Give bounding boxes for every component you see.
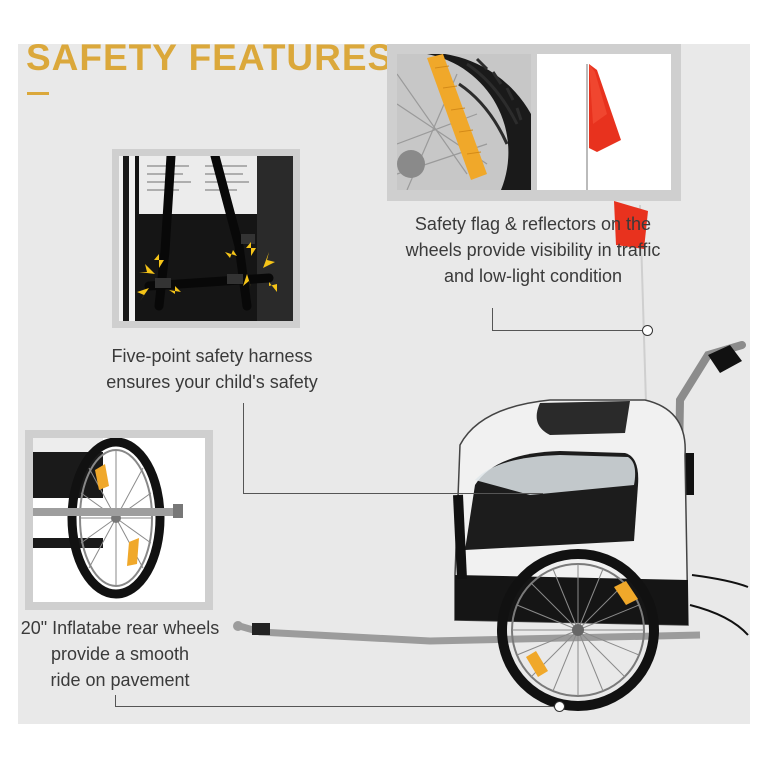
bike-trailer-image: [230, 195, 750, 725]
flag-text-line-2: wheels provide visibility in traffic: [405, 240, 661, 260]
flag-text-line-3: and low-light condition: [443, 266, 623, 286]
harness-text-line-2: ensures your child's safety: [106, 372, 318, 392]
wheels-text-line-1: 20" Inflatabe rear wheels: [20, 618, 220, 638]
harness-leader-line-vertical: [243, 403, 244, 493]
wheels-description: 20" Inflatabe rear wheels provide a smoo…: [10, 615, 230, 693]
harness-photo: [119, 156, 293, 321]
flag-leader-line-vertical: [492, 308, 493, 330]
wheel-reflector-photo: [397, 54, 531, 190]
wheel-leader-line-horizontal: [115, 706, 555, 707]
wheels-text-line-3: ride on pavement: [50, 670, 190, 690]
wheel-photo: [33, 438, 205, 602]
wheels-text-line-2: provide a smooth: [50, 644, 190, 664]
harness-description: Five-point safety harness ensures your c…: [82, 343, 342, 395]
harness-text-line-1: Five-point safety harness: [111, 346, 313, 366]
section-title: SAFETY FEATURES: [26, 37, 394, 78]
harness-leader-line-horizontal: [243, 493, 543, 494]
safety-flag-photo: [537, 54, 671, 190]
wheel-leader-line-vertical: [115, 695, 116, 707]
title-underline: [27, 92, 49, 95]
flag-leader-line-horizontal: [492, 330, 642, 331]
wheel-leader-dot: [554, 701, 565, 712]
flag-reflector-description: Safety flag & reflectors on the wheels p…: [388, 211, 678, 289]
flag-text-line-1: Safety flag & reflectors on the: [414, 214, 652, 234]
flag-leader-dot: [642, 325, 653, 336]
